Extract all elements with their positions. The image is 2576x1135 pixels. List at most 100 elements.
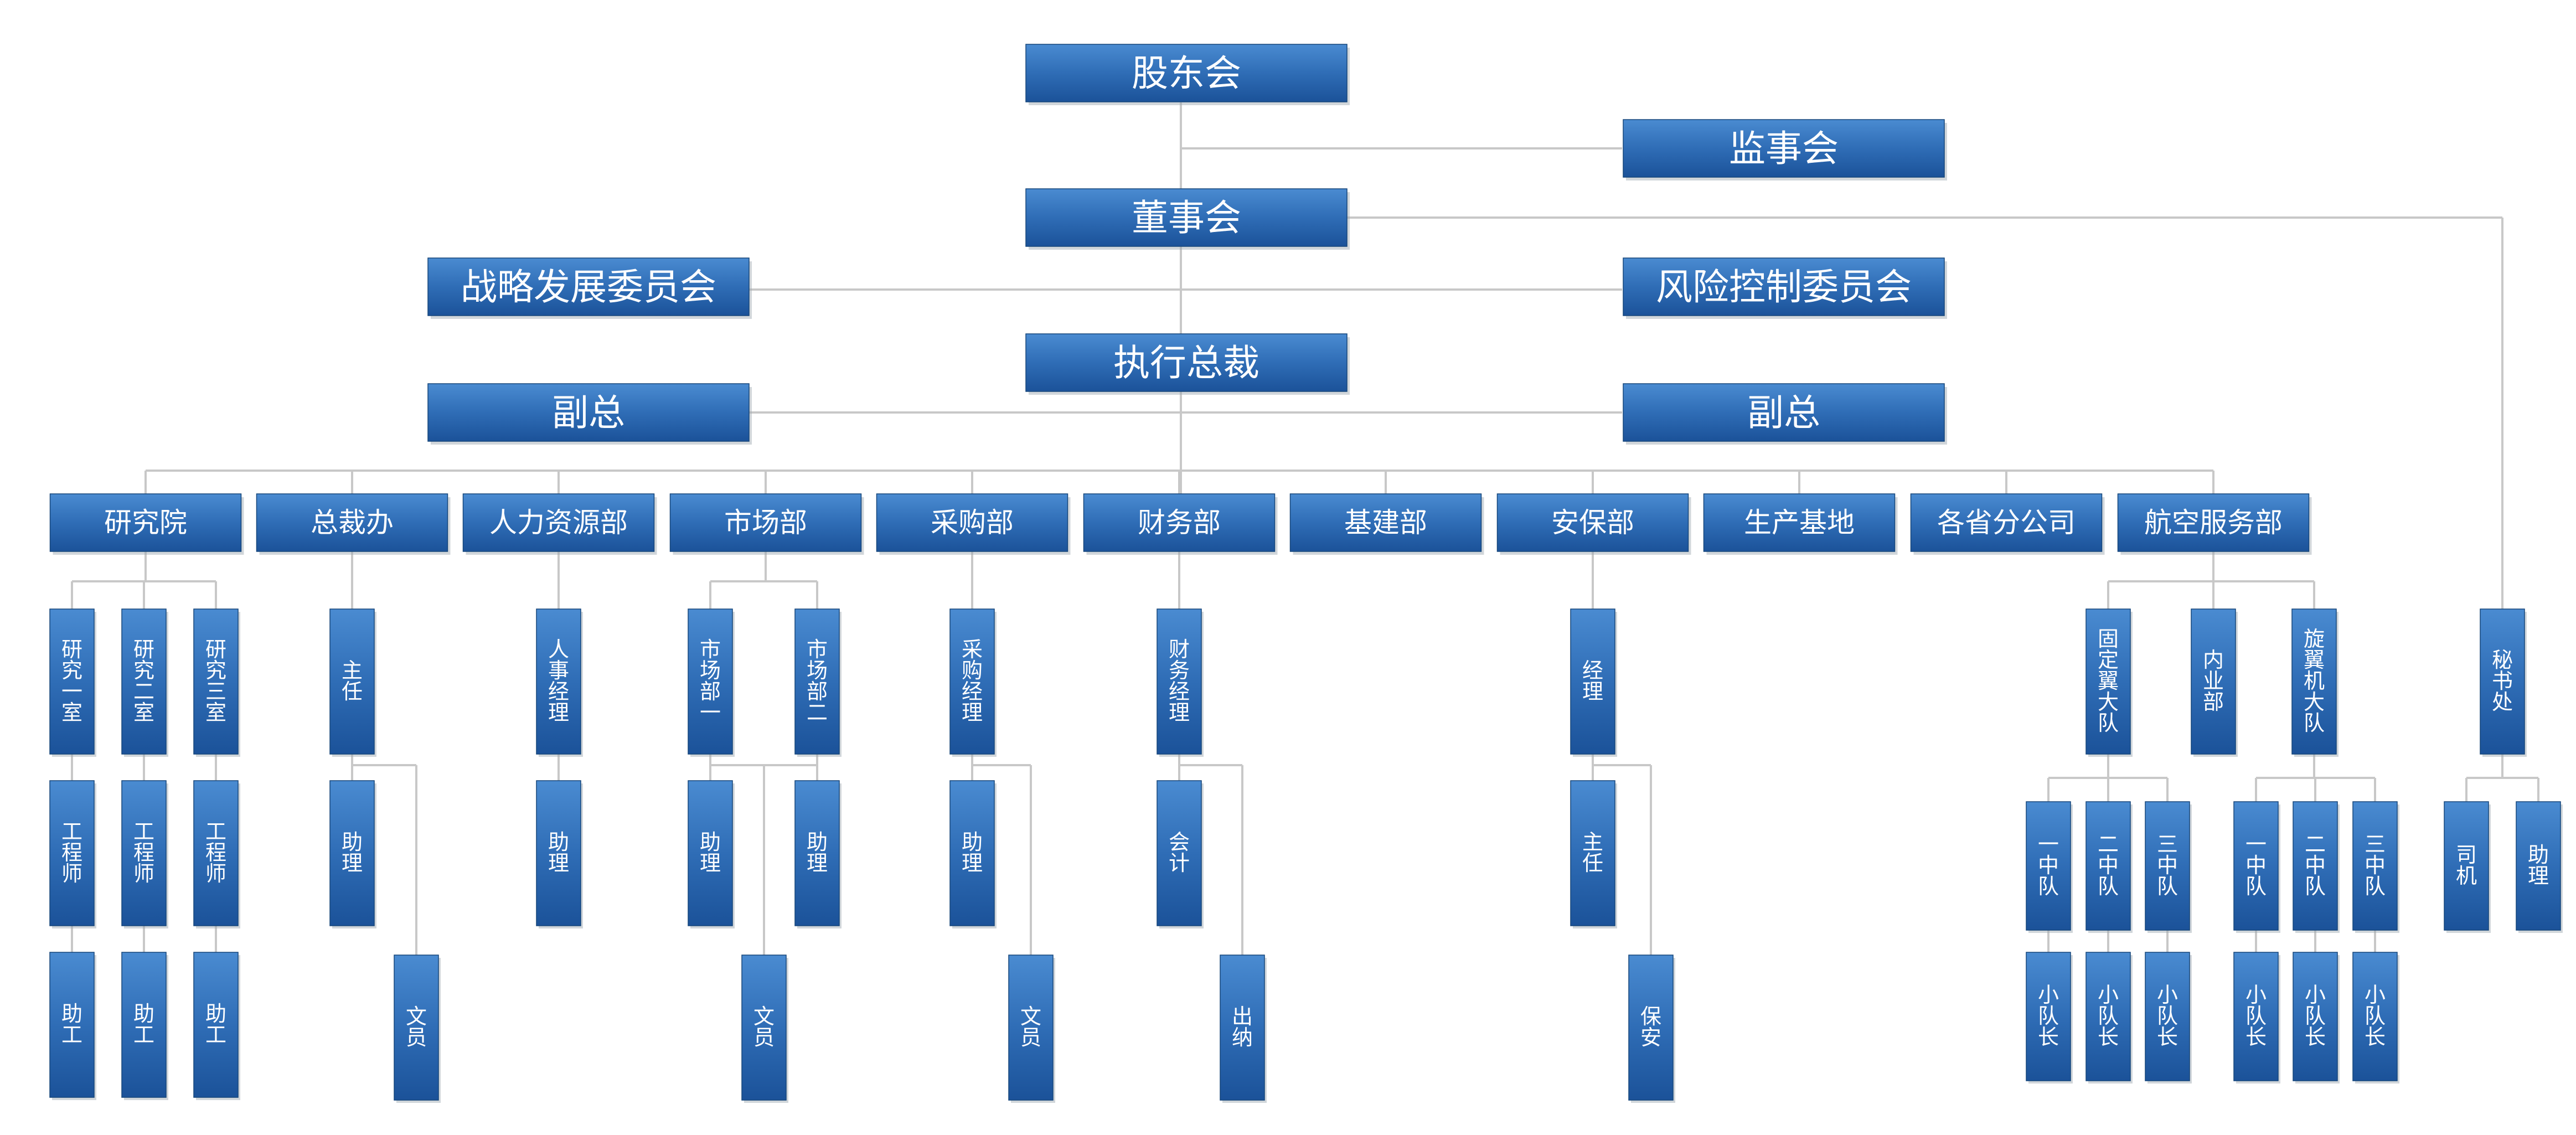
marketing-dept-1: 市场部一	[688, 608, 735, 757]
finance-accountant: 会计	[1157, 780, 1204, 928]
procurement-manager-box	[949, 608, 995, 755]
marketing-assistant-1-box	[688, 780, 733, 926]
secretariat-driver-box	[2444, 801, 2489, 931]
marketing-assistant-2-box	[794, 780, 840, 926]
security-guard-box	[1628, 955, 1674, 1101]
research-engineer-2: 工程师	[121, 780, 168, 928]
procurement-assistant-box	[949, 780, 995, 926]
supervisors-box-box	[1623, 119, 1945, 178]
dept-provincial: 各省分公司	[1910, 493, 2105, 555]
marketing-assistant-2: 助理	[794, 780, 842, 928]
rotor-squad-leader-2-label: 小队长	[2305, 984, 2326, 1049]
board-box-label: 董事会	[1132, 197, 1241, 238]
board-box-box	[1025, 188, 1348, 247]
marketing-clerk: 文员	[741, 955, 788, 1103]
aviation-rotor: 旋翼机大队	[2291, 608, 2338, 757]
rotor-squad-2-label: 二中队	[2305, 833, 2326, 899]
security-manager-label: 经理	[1582, 659, 1603, 704]
dept-construction-box	[1289, 493, 1482, 552]
dept-procurement-label: 采购部	[931, 507, 1014, 538]
research-assistant-worker-1-box	[49, 952, 95, 1098]
security-guard: 保安	[1628, 955, 1675, 1103]
rotor-squad-leader-2-box	[2293, 952, 2338, 1081]
marketing-assistant-1-label: 助理	[700, 831, 721, 875]
president-office-clerk-box	[394, 955, 439, 1101]
research-engineer-1-label: 工程师	[61, 821, 82, 886]
vp-left-box: 副总	[427, 383, 752, 445]
fixed-wing-squad-leader-2: 小队长	[2085, 952, 2133, 1084]
research-lab-1: 研究一室	[49, 608, 96, 757]
dept-aviation: 航空服务部	[2117, 493, 2312, 555]
research-engineer-3-box	[193, 780, 239, 926]
vp-right-box-label: 副总	[1747, 392, 1820, 433]
hr-assistant-label: 助理	[548, 831, 569, 875]
hr-assistant-box	[536, 780, 581, 926]
research-assistant-worker-1-label: 助工	[61, 1003, 82, 1047]
research-assistant-worker-3: 助工	[193, 952, 240, 1100]
marketing-dept-1-box	[688, 608, 733, 755]
security-head-label: 主任	[1582, 831, 1603, 875]
fixed-wing-squad-leader-2-label: 小队长	[2098, 984, 2119, 1049]
research-lab-2-label: 研究二室	[133, 638, 154, 725]
strategy-committee-box-box	[427, 257, 750, 316]
rotor-squad-leader-3: 小队长	[2352, 952, 2399, 1084]
marketing-dept-2: 市场部二	[794, 608, 842, 757]
research-engineer-3: 工程师	[193, 780, 240, 928]
research-lab-3-label: 研究三室	[205, 638, 226, 725]
fixed-wing-squad-leader-3-box	[2145, 952, 2190, 1081]
hr-manager: 人事经理	[536, 608, 583, 757]
aviation-fixed-wing-label: 固定翼大队	[2098, 628, 2119, 735]
dept-aviation-label: 航空服务部	[2144, 507, 2283, 538]
research-assistant-worker-3-box	[193, 952, 239, 1098]
procurement-assistant-label: 助理	[962, 831, 983, 875]
dept-president-office: 总裁办	[256, 493, 451, 555]
aviation-internal: 内业部	[2191, 608, 2238, 757]
vp-right-box: 副总	[1623, 383, 1947, 445]
marketing-dept-2-box	[794, 608, 840, 755]
fixed-wing-squad-2-box	[2085, 801, 2131, 931]
ceo-box-label: 执行总裁	[1113, 342, 1259, 383]
marketing-dept-1-label: 市场部一	[700, 638, 721, 725]
vp-left-box-label: 副总	[552, 392, 625, 433]
president-office-head-box	[329, 608, 375, 755]
ceo-box-box	[1025, 333, 1348, 392]
rotor-squad-3: 三中队	[2352, 801, 2399, 933]
ceo-box: 执行总裁	[1025, 333, 1350, 395]
fixed-wing-squad-leader-1: 小队长	[2026, 952, 2073, 1084]
finance-cashier-box	[1220, 955, 1265, 1101]
risk-committee-box: 风险控制委员会	[1623, 257, 1947, 319]
aviation-fixed-wing-box	[2085, 608, 2131, 755]
finance-manager-label: 财务经理	[1169, 638, 1190, 725]
supervisors-box: 监事会	[1623, 119, 1947, 180]
rotor-squad-leader-3-label: 小队长	[2365, 984, 2386, 1049]
dept-finance-label: 财务部	[1138, 507, 1221, 538]
research-lab-3: 研究三室	[193, 608, 240, 757]
research-assistant-worker-2: 助工	[121, 952, 168, 1100]
shareholders-box-box	[1025, 44, 1348, 102]
risk-committee-box-label: 风险控制委员会	[1656, 266, 1912, 307]
dept-research: 研究院	[49, 493, 244, 555]
fixed-wing-squad-3: 三中队	[2145, 801, 2192, 933]
dept-finance: 财务部	[1083, 493, 1278, 555]
research-assistant-worker-2-label: 助工	[133, 1003, 154, 1047]
finance-cashier: 出纳	[1220, 955, 1267, 1103]
research-assistant-worker-1: 助工	[49, 952, 96, 1100]
rotor-squad-1-box	[2233, 801, 2279, 931]
marketing-assistant-1: 助理	[688, 780, 735, 928]
dept-marketing-box	[669, 493, 862, 552]
finance-accountant-label: 会计	[1169, 831, 1190, 875]
dept-provincial-box	[1910, 493, 2103, 552]
dept-president-office-box	[256, 493, 448, 552]
research-lab-1-label: 研究一室	[61, 638, 82, 725]
dept-security-box	[1496, 493, 1689, 552]
dept-production-base: 生产基地	[1703, 493, 1898, 555]
fixed-wing-squad-leader-1-label: 小队长	[2038, 984, 2059, 1049]
fixed-wing-squad-2: 二中队	[2085, 801, 2133, 933]
rotor-squad-1-label: 一中队	[2245, 833, 2267, 899]
supervisors-box-label: 监事会	[1729, 128, 1839, 169]
dept-hr: 人力资源部	[462, 493, 657, 555]
finance-cashier-label: 出纳	[1232, 1005, 1253, 1050]
shareholders-box: 股东会	[1025, 44, 1350, 105]
connector-lines	[71, 102, 2539, 955]
dept-aviation-box	[2117, 493, 2310, 552]
